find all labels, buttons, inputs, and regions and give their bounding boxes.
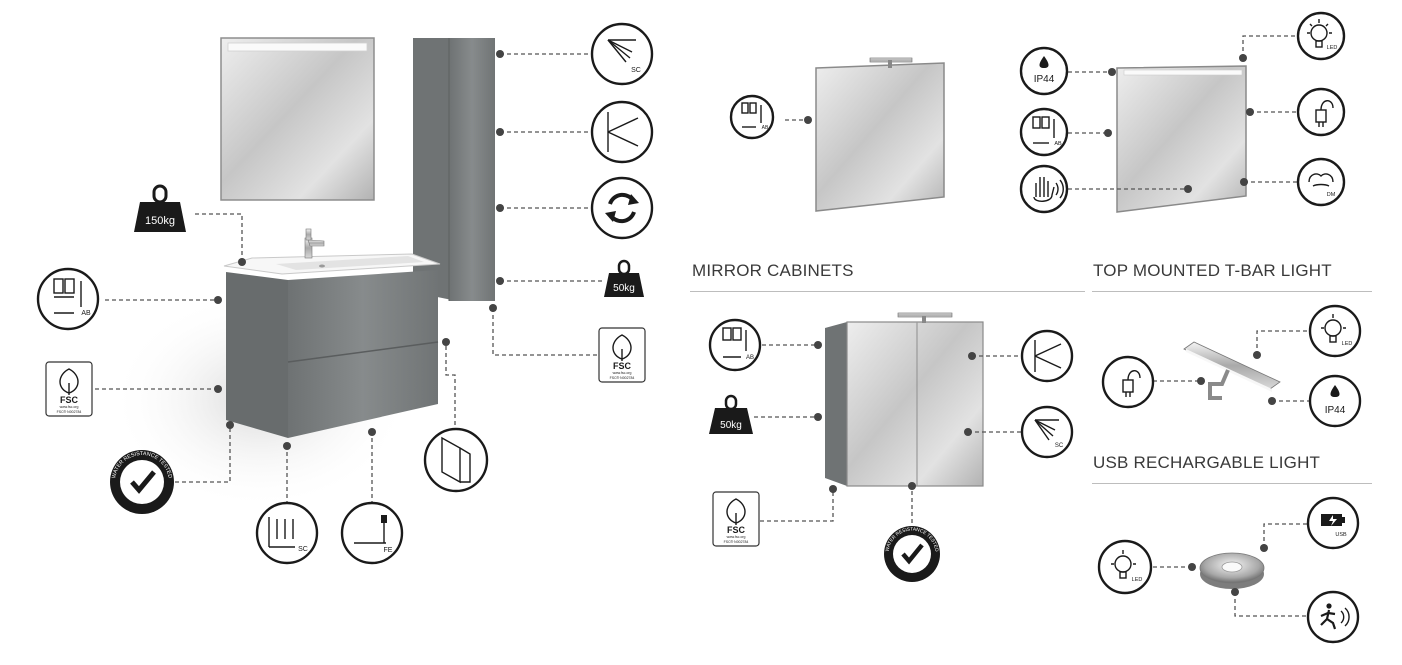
dimensions-ab-icon-cabinet: AB: [708, 318, 762, 372]
fsc-certified-icon: FSC www.fsc.org FSC® N002784: [45, 361, 93, 417]
ip44-icon-mirror: IP44: [1019, 46, 1069, 96]
full-extension-icon: FE: [340, 501, 404, 565]
hinge-opening-angle-icon: [590, 100, 654, 164]
reversible-door-icon: [423, 427, 489, 493]
section-title-mirror-cabinets: MIRROR CABINETS: [692, 261, 854, 280]
dimensions-ab-label: AB: [81, 310, 91, 317]
ip44-icon-tbar: IP44: [1308, 374, 1362, 428]
mirror-cabinet: [825, 312, 984, 487]
weight-150kg-icon: 150kg: [134, 184, 186, 232]
led-mirror-strip: [1123, 69, 1243, 76]
fsc-site-cabinet: www.fsc.org: [727, 535, 746, 539]
dimensions-ab-mirror-label: AB: [762, 125, 769, 131]
hinge-opening-angle-icon-cabinet: [1020, 329, 1074, 383]
soft-close-doors-label: SC: [631, 67, 641, 74]
fsc-label-column: FSC: [613, 361, 632, 371]
ip44-mirror-label: IP44: [1034, 74, 1055, 85]
weight-50kg-icon-column: 50kg: [604, 259, 644, 297]
fsc-site-column: www.fsc.org: [613, 371, 632, 375]
dimensions-ab-icon-led-mirror: AB: [1019, 107, 1069, 157]
fsc-code: FSC® N002784: [57, 410, 82, 414]
mirror-with-tbar-light: [815, 57, 945, 212]
led-mirror-label: LED: [1327, 45, 1338, 51]
divider-top-mounted-light: [1092, 291, 1372, 292]
vanity-leader-lines: [95, 50, 602, 505]
fsc-certified-icon-cabinet: FSC www.fsc.org FSC® N002784: [712, 491, 760, 547]
usb-label: USB: [1335, 532, 1347, 538]
water-resistance-tested-icon-cabinet: WATER RESISTANCE TESTED: [884, 526, 940, 582]
tbar-light-leader-lines: [1153, 330, 1310, 405]
divider-mirror-cabinets: [690, 291, 1085, 292]
vanity-unit: [223, 228, 441, 438]
motion-sensor-icon: [1306, 590, 1360, 644]
fsc-site: www.fsc.org: [60, 405, 79, 409]
section-title-top-mounted-light: TOP MOUNTED T-BAR LIGHT: [1093, 261, 1332, 280]
touch-sensor-hand-icon: [1019, 164, 1069, 214]
plug-in-icon-tbar: [1101, 355, 1155, 409]
usb-light-leader-lines: [1153, 523, 1308, 617]
led-bulb-icon-tbar: LED: [1308, 304, 1362, 358]
fsc-certified-icon-column: FSC www.fsc.org FSC® N002784: [598, 327, 646, 383]
battery-usb-icon: USB: [1306, 496, 1360, 550]
soft-close-icon-cabinet: SC: [1020, 405, 1074, 459]
full-extension-label: FE: [384, 547, 393, 554]
demister-pad-icon: DM: [1296, 157, 1346, 207]
plug-in-icon-mirror: [1296, 87, 1346, 137]
soft-close-doors-icon: SC: [590, 22, 654, 86]
dimensions-ab-icon-mirror: AB: [729, 94, 775, 140]
water-resistance-tested-icon: WATER RESISTANCE TESTED: [110, 450, 174, 514]
led-bulb-icon-usb: LED: [1097, 539, 1153, 595]
mirror-led-strip: [227, 42, 368, 52]
fsc-label-cabinet: FSC: [727, 525, 746, 535]
demister-pad-label: DM: [1327, 192, 1336, 198]
usb-puck-light-product: [1199, 552, 1265, 589]
fsc-code-cabinet: FSC® N002784: [724, 540, 749, 544]
mirror-cabinet-leader-lines: [754, 341, 1022, 530]
tall-column-cabinet: [413, 38, 495, 301]
tbar-light-product: [1183, 341, 1281, 400]
ip44-tbar-label: IP44: [1325, 405, 1346, 416]
vanity-mirror: [220, 37, 375, 201]
led-tbar-label: LED: [1342, 341, 1353, 347]
soft-close-drawers-label: SC: [298, 546, 308, 553]
weight-50kg-cabinet-label: 50kg: [720, 420, 742, 431]
weight-150kg-label: 150kg: [145, 215, 175, 227]
fsc-label: FSC: [60, 395, 79, 405]
weight-50kg-column-label: 50kg: [613, 283, 635, 294]
weight-50kg-icon-cabinet: 50kg: [709, 394, 753, 434]
led-usb-label: LED: [1132, 577, 1143, 583]
fsc-code-column: FSC® N002784: [610, 376, 635, 380]
led-bulb-icon-mirror: LED: [1296, 11, 1346, 61]
reversible-rotation-icon: [590, 176, 654, 240]
dimensions-ab-led-mirror-label: AB: [1054, 141, 1062, 147]
section-title-usb-light: USB RECHARGABLE LIGHT: [1093, 453, 1321, 472]
led-mirror: [1116, 65, 1247, 213]
basin-tap: [304, 228, 325, 259]
soft-close-cabinet-label: SC: [1055, 443, 1064, 449]
dimensions-ab-cabinet-label: AB: [746, 355, 754, 361]
led-mirror-leader-lines: [1068, 35, 1298, 193]
soft-close-drawers-icon: SC: [255, 501, 319, 565]
dimensions-ab-icon: AB: [36, 267, 100, 331]
divider-usb-light: [1092, 483, 1372, 484]
